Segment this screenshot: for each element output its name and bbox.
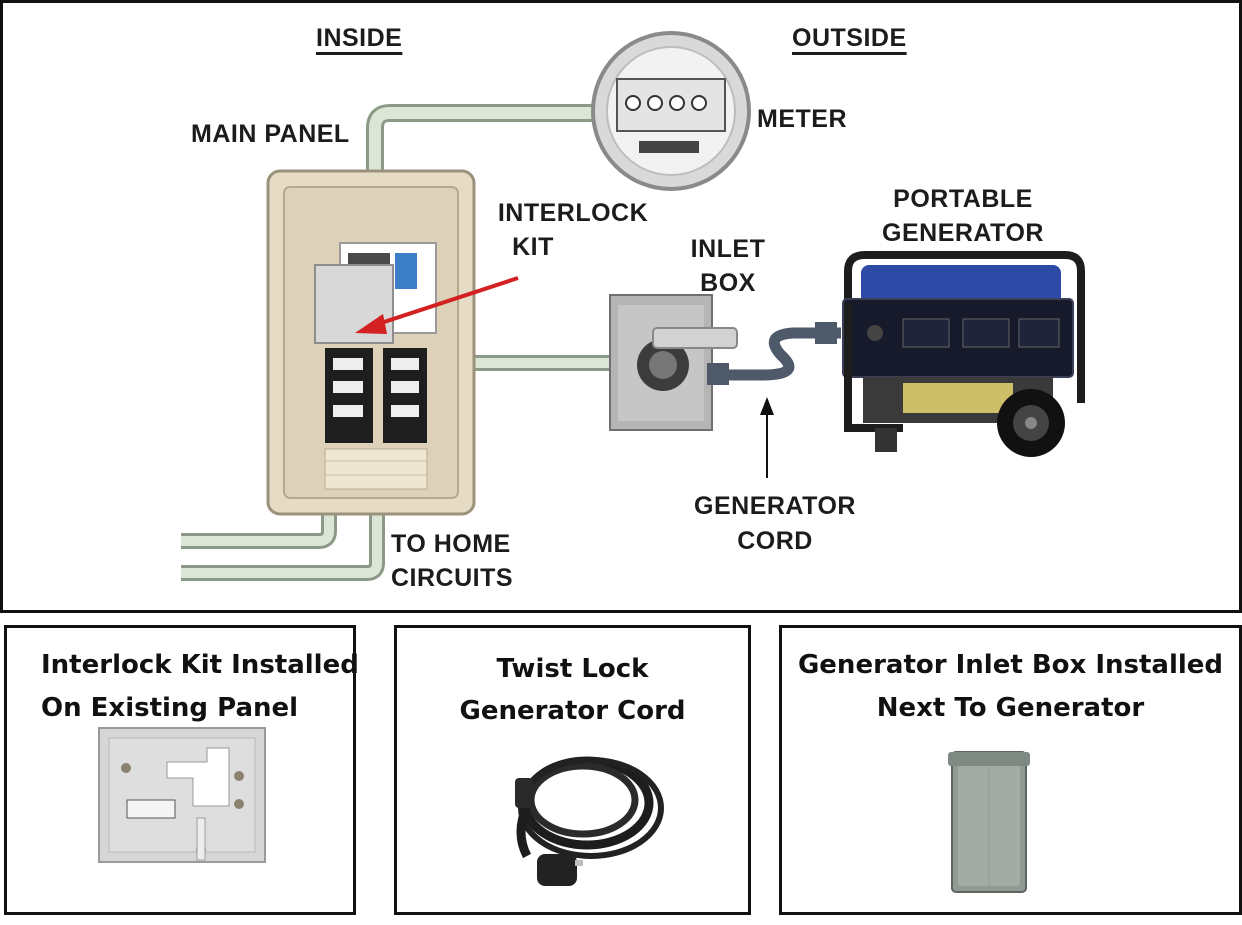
cord-card-caption-line1: Twist Lock [496, 654, 649, 684]
interlock-kit-card: Interlock Kit Installed On Existing Pane… [4, 625, 359, 915]
meter-illustration [591, 31, 751, 191]
interlock-arrow [355, 276, 519, 334]
inlet-box-image [948, 751, 1030, 893]
inlet-box-illustration [609, 294, 738, 431]
meter-label: METER [757, 105, 847, 133]
inlet-box-label-line1: INLET [690, 235, 766, 263]
generator-cord-label-line2: CORD [737, 527, 813, 555]
inlet-card-caption-line1: Generator Inlet Box Installed [797, 650, 1224, 680]
portable-generator-label-line1: PORTABLE [893, 185, 1033, 213]
conduit-to-home-circuits [181, 513, 385, 581]
wiring-diagram-panel: INSIDE OUTSIDE MAIN PANEL METER INTERLOC… [0, 0, 1242, 613]
inlet-card-caption-line2: Next To Generator [876, 693, 1145, 723]
generator-cord-label-line1: GENERATOR [694, 492, 856, 520]
home-circuits-label-line2: CIRCUITS [391, 564, 514, 592]
main-panel-label: MAIN PANEL [191, 120, 350, 148]
interlock-card-caption-line2: On Existing Panel [41, 693, 299, 723]
home-circuits-label-line1: TO HOME [391, 530, 511, 558]
inlet-box-label-line2: BOX [700, 269, 756, 297]
generator-illustration [842, 251, 1085, 457]
conduit-to-meter [366, 104, 595, 173]
generator-cord-card: Twist Lock Generator Cord [394, 625, 751, 915]
interlock-kit-label-line1: INTERLOCK [497, 199, 649, 227]
generator-cord-illustration [707, 322, 841, 385]
wiring-diagram-illustration [181, 31, 1085, 581]
outside-header: OUTSIDE [792, 24, 907, 52]
cord-card-caption-line2: Generator Cord [459, 696, 686, 726]
coiled-cord-image [515, 756, 664, 886]
interlock-card-caption-line1: Interlock Kit Installed [41, 650, 359, 680]
portable-generator-label-line2: GENERATOR [882, 219, 1044, 247]
inside-header: INSIDE [316, 24, 403, 52]
interlock-kit-label-line2: KIT [512, 233, 554, 261]
main-panel-illustration [266, 169, 476, 516]
cord-arrow [760, 397, 774, 478]
inlet-box-card: Generator Inlet Box Installed Next To Ge… [779, 625, 1242, 915]
interlock-plate-image [98, 727, 266, 863]
